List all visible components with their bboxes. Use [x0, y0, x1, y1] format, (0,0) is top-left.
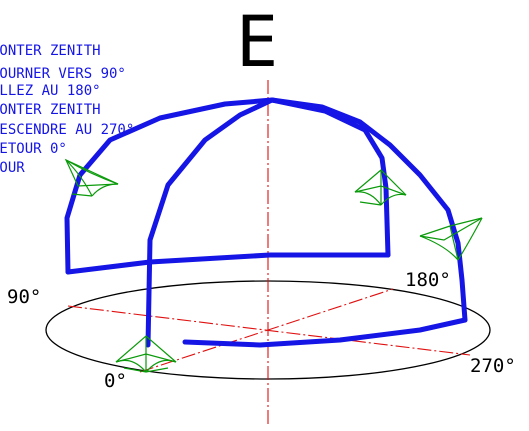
angle-labels: 90° 180° 270° 0° [7, 269, 516, 392]
marker-right-lower [419, 217, 483, 261]
marker-left [64, 158, 119, 197]
instruction-6: RETOUR 0° [0, 141, 67, 157]
angle-90-label: 90° [7, 286, 41, 308]
instruction-list: MONTER ZENITH TOURNER VERS 90° ALLEZ AU … [0, 43, 134, 176]
instruction-5: DESCENDRE AU 270° [0, 122, 134, 138]
angle-0-label: 0° [104, 370, 127, 392]
instruction-3: ALLEZ AU 180° [0, 83, 101, 99]
marker-bottom [115, 335, 177, 373]
angle-180-label: 180° [405, 269, 451, 291]
instruction-4: MONTER ZENITH [0, 102, 101, 118]
instruction-1: MONTER ZENITH [0, 43, 101, 59]
marker-right-upper [354, 169, 407, 206]
axes [67, 80, 471, 427]
angle-270-label: 270° [470, 355, 516, 377]
blue-path [64, 97, 468, 348]
axis-90-270 [67, 305, 471, 356]
instruction-2: TOURNER VERS 90° [0, 66, 126, 82]
title-letter: E [236, 1, 278, 83]
instruction-7: JOUR [0, 160, 25, 176]
